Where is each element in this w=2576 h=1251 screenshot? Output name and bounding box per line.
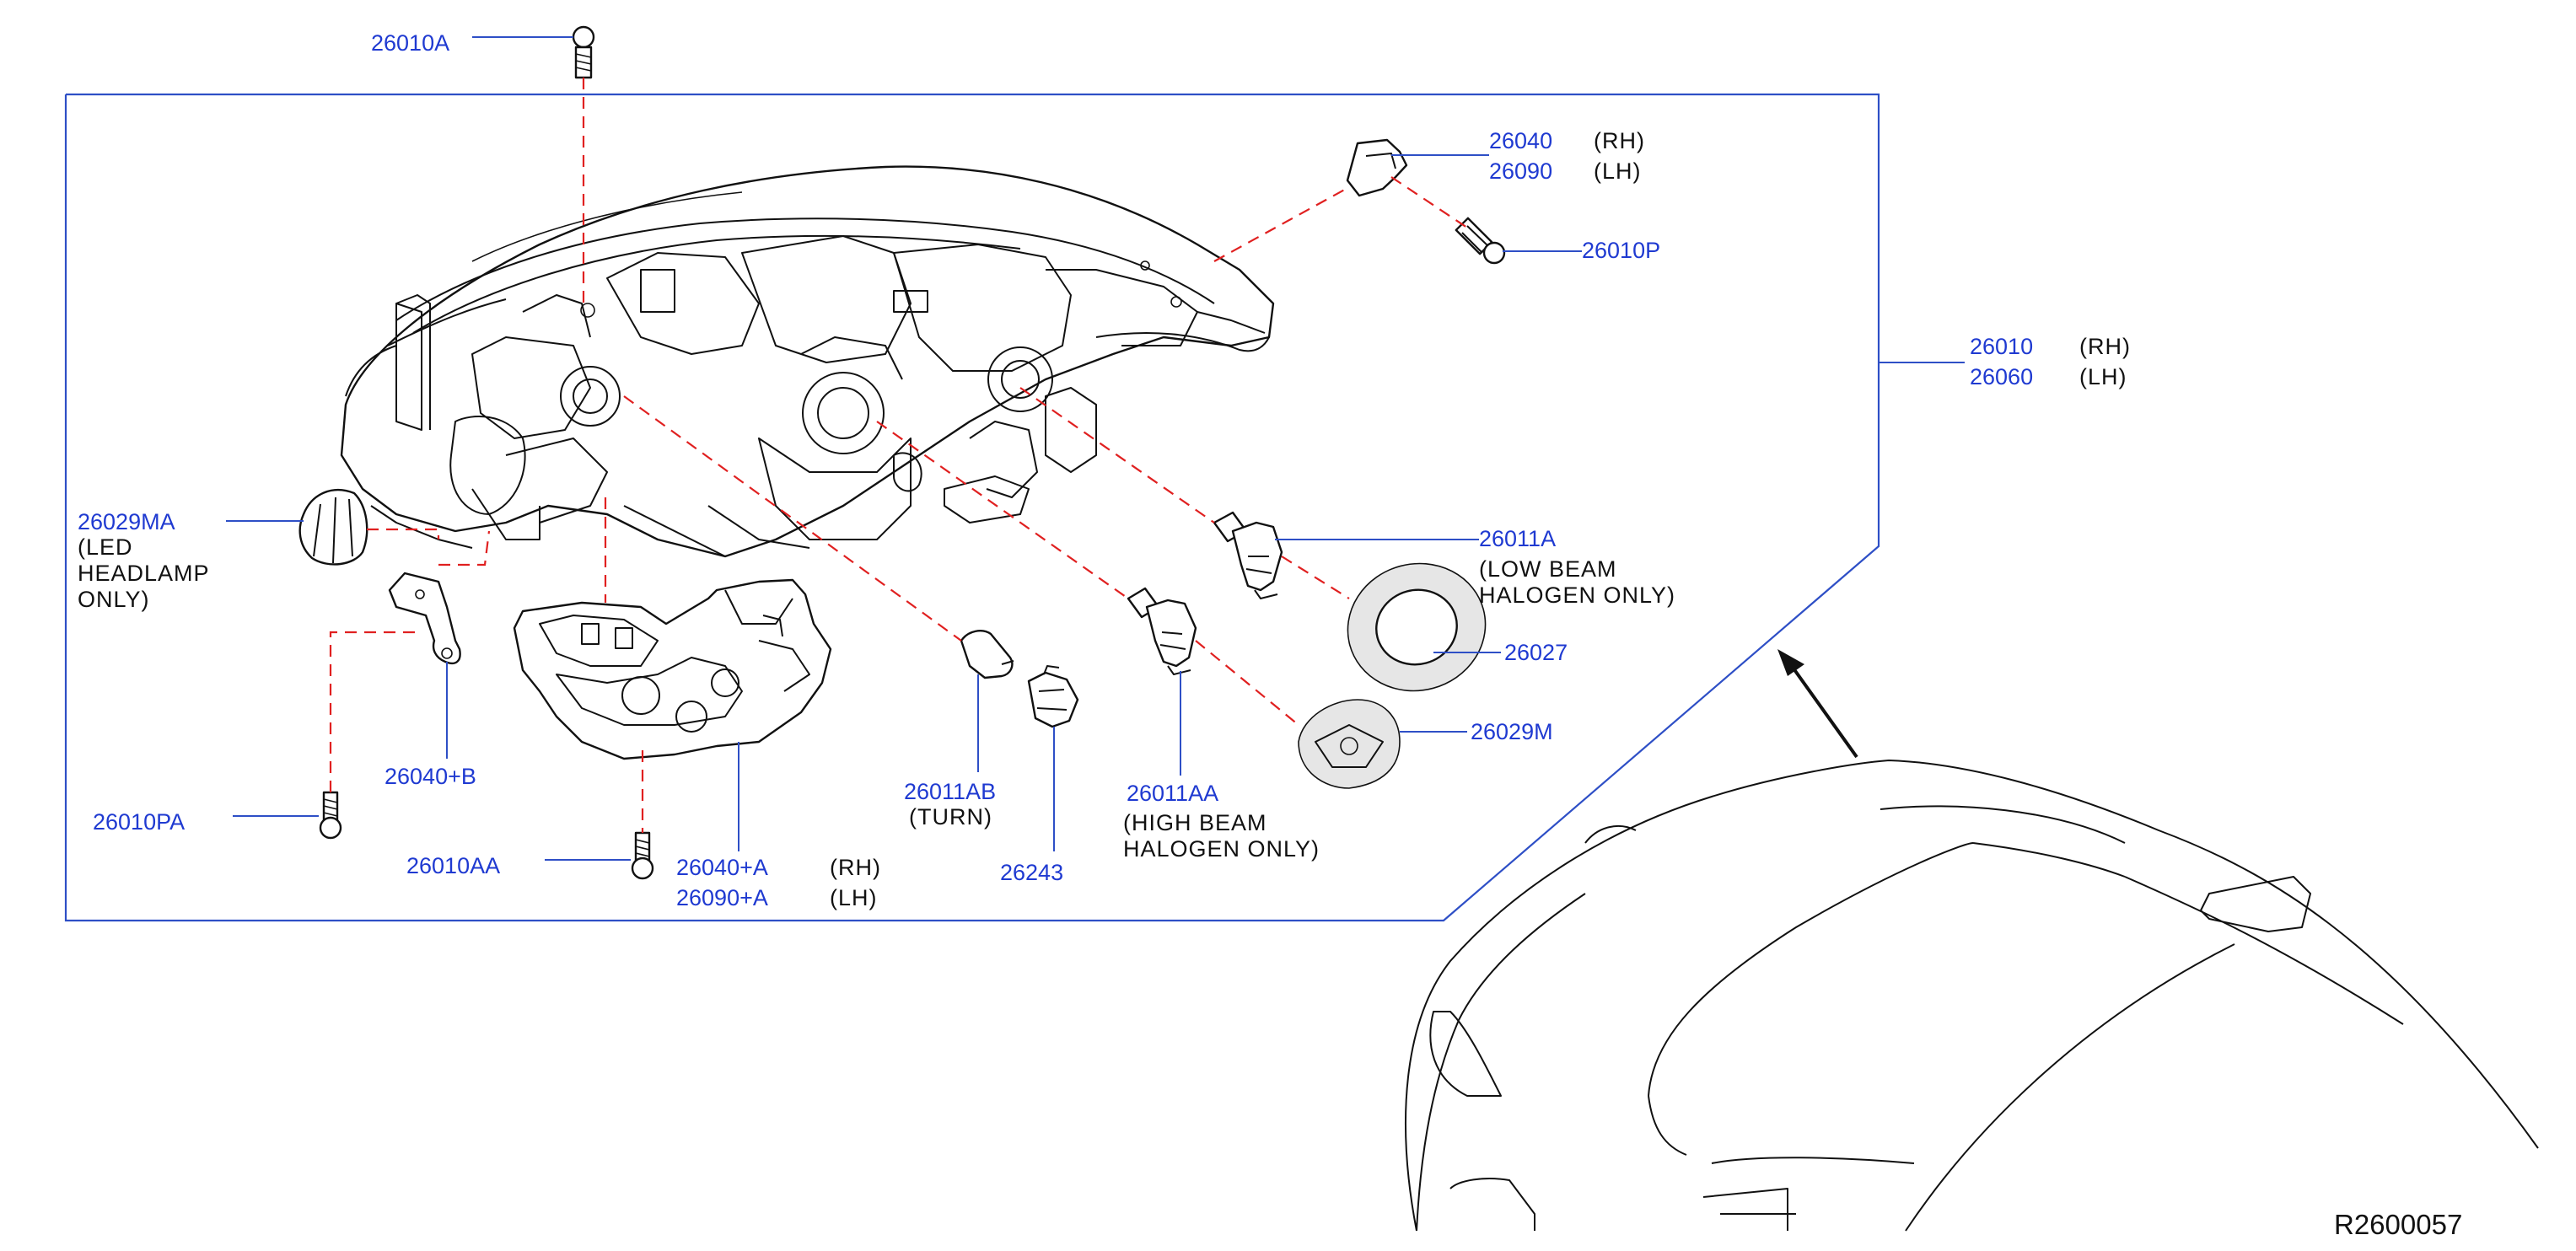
label-26027[interactable]: 26027: [1504, 640, 1568, 665]
bulb-26011AB[interactable]: [960, 630, 1014, 679]
note-26040-rh: (RH): [1594, 128, 1645, 153]
label-26060[interactable]: 26060: [1970, 364, 2033, 389]
note-26011AA-1: (HIGH BEAM: [1123, 810, 1267, 835]
grommet-26027[interactable]: [1333, 548, 1499, 706]
screw-26010A[interactable]: [572, 25, 595, 79]
vehicle-silhouette: [1405, 760, 2539, 1232]
label-26010P[interactable]: 26010P: [1582, 238, 1660, 263]
headlamp-housing: [340, 165, 1275, 558]
socket-26243[interactable]: [1027, 665, 1079, 728]
label-26090[interactable]: 26090: [1489, 158, 1552, 184]
note-26010-rh: (RH): [2079, 334, 2131, 359]
note-26011AB: (TURN): [909, 804, 992, 830]
bulb-26011AA[interactable]: [1127, 587, 1197, 675]
note-26090A-lh: (LH): [830, 885, 878, 910]
label-26243[interactable]: 26243: [1000, 860, 1063, 885]
note-26060-lh: (LH): [2079, 364, 2127, 389]
bulb-26011A[interactable]: [1213, 511, 1283, 599]
leader-lines: [226, 36, 1965, 861]
assembly-frame: [64, 93, 1880, 922]
label-26011AA[interactable]: 26011AA: [1127, 781, 1218, 806]
part-labels: 26010A 26040 (RH) 26090 (LH) 26010P 2601…: [78, 30, 2462, 1240]
label-26011AB[interactable]: 26011AB: [904, 779, 996, 804]
label-26011A[interactable]: 26011A: [1479, 526, 1556, 551]
note-26029MA-1: (LED: [78, 534, 133, 560]
label-26029MA[interactable]: 26029MA: [78, 509, 175, 534]
note-26029MA-3: ONLY): [78, 587, 150, 612]
label-26010[interactable]: 26010: [1970, 334, 2033, 359]
label-26010AA[interactable]: 26010AA: [406, 853, 500, 878]
note-26011A-2: HALOGEN ONLY): [1479, 583, 1675, 608]
diagram-reference-number: R2600057: [2334, 1209, 2462, 1240]
location-arrow: [1788, 661, 1858, 759]
label-26010PA[interactable]: 26010PA: [93, 809, 185, 835]
note-26029MA-2: HEADLAMP: [78, 561, 210, 586]
label-26090A[interactable]: 26090+A: [676, 885, 768, 910]
lower-bracket-26040A[interactable]: [513, 578, 832, 760]
label-26040A[interactable]: 26040+A: [676, 855, 768, 880]
bracket-26040[interactable]: [1346, 138, 1408, 197]
assembly-guides: [329, 78, 1468, 833]
note-26011AA-2: HALOGEN ONLY): [1123, 836, 1320, 862]
note-26011A-1: (LOW BEAM: [1479, 556, 1617, 582]
note-26090-lh: (LH): [1594, 158, 1642, 184]
label-26010A[interactable]: 26010A: [371, 30, 449, 56]
arrow-head: [1777, 649, 1804, 676]
cap-26029M[interactable]: [1298, 699, 1401, 789]
label-26029M[interactable]: 26029M: [1471, 719, 1553, 744]
note-26040A-rh: (RH): [830, 855, 881, 880]
cap-26029MA[interactable]: [298, 489, 368, 566]
bracket-26040B[interactable]: [388, 572, 461, 665]
screw-26010PA[interactable]: [319, 791, 342, 840]
label-26040B[interactable]: 26040+B: [385, 764, 476, 789]
label-26040[interactable]: 26040: [1489, 128, 1552, 153]
screw-26010AA[interactable]: [631, 831, 654, 880]
